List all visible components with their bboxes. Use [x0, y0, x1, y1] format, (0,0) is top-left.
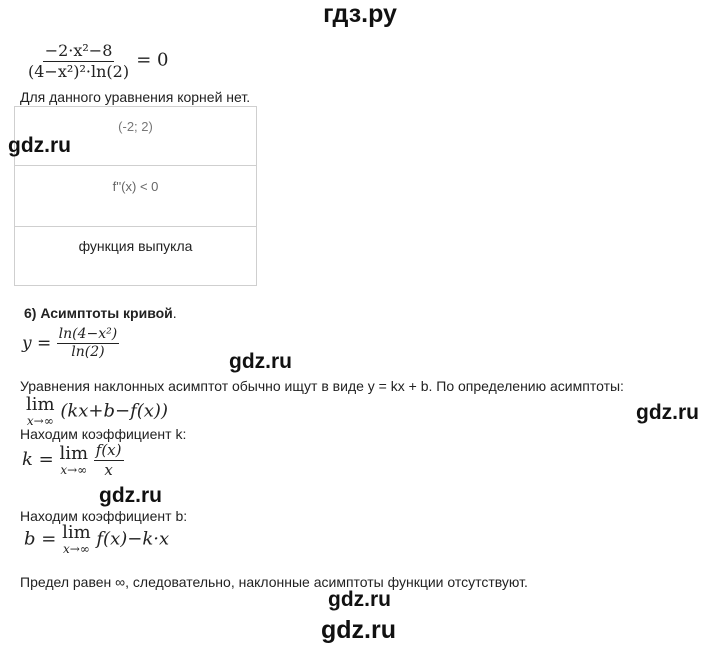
conclusion-text: Предел равен ∞, следовательно, наклонные…: [20, 574, 528, 590]
convexity-table: (-2; 2) f''(x) < 0 функция выпукла: [14, 106, 257, 286]
find-b-text: Находим коэффициент b:: [20, 508, 188, 524]
b-lhs: b =: [24, 528, 57, 550]
interval-cell: (-2; 2): [118, 119, 153, 134]
table-divider: [15, 165, 256, 166]
second-derivative-cell: f''(x) < 0: [112, 179, 159, 194]
section-title: 6) Асимптоты кривой.: [24, 305, 177, 321]
section-title-text: 6) Асимптоты кривой: [24, 305, 173, 321]
limit-subscript: x→∞: [26, 414, 54, 428]
k-lhs: k =: [22, 449, 54, 470]
function-numerator: ln(4−x²): [56, 326, 120, 345]
limit-body: (kx+b−f(x)): [60, 400, 168, 422]
watermark: gdz.ru: [321, 616, 396, 644]
no-roots-text: Для данного уравнения корней нет.: [20, 89, 251, 105]
watermark: gdz.ru: [636, 401, 699, 424]
limit-operator: lim x→∞: [26, 394, 55, 428]
b-body: f(x)−k·x: [96, 528, 170, 550]
limit-word: lim: [62, 522, 91, 543]
section-title-period: .: [172, 305, 177, 321]
function-lhs: y =: [22, 333, 52, 354]
equation-rhs: = 0: [136, 49, 169, 71]
watermark: gdz.ru: [328, 588, 391, 611]
table-divider: [15, 226, 256, 227]
conclusion-cell: функция выпукла: [78, 238, 193, 254]
limit-subscript: x→∞: [60, 462, 88, 477]
limit-expression: lim x→∞ (kx+b−f(x)): [26, 394, 168, 428]
limit-word: lim: [26, 394, 55, 415]
function-denominator: ln(2): [71, 344, 105, 361]
equation-denominator: (4−x²)²·ln(2): [28, 61, 130, 81]
b-formula: b = lim x→∞ f(x)−k·x: [24, 522, 170, 556]
watermark: gdz.ru: [229, 350, 292, 373]
k-fraction: f(x) x: [93, 441, 124, 479]
limit-word: lim: [59, 442, 89, 464]
equation-fraction: −2·x²−8 (4−x²)²·ln(2): [26, 42, 131, 80]
k-formula: k = lim x→∞ f(x) x: [22, 442, 124, 478]
watermark: gdz.ru: [99, 484, 162, 507]
function-fraction: ln(4−x²) ln(2): [56, 326, 120, 361]
watermark: gdz.ru: [8, 134, 71, 157]
k-numerator: f(x): [93, 441, 124, 461]
equation-numerator: −2·x²−8: [42, 41, 115, 62]
equation-derivative-zero: −2·x²−8 (4−x²)²·ln(2) = 0: [26, 42, 168, 80]
oblique-asymptote-text: Уравнения наклонных асимптот обычно ищут…: [20, 378, 624, 394]
limit-operator: lim x→∞: [62, 522, 91, 556]
find-k-text: Находим коэффициент k:: [20, 426, 187, 442]
limit-operator: lim x→∞: [59, 442, 89, 477]
function-definition: y = ln(4−x²) ln(2): [22, 326, 120, 361]
site-title: гдз.ру: [323, 0, 397, 28]
limit-subscript: x→∞: [62, 542, 90, 556]
k-denominator: x: [104, 460, 113, 479]
